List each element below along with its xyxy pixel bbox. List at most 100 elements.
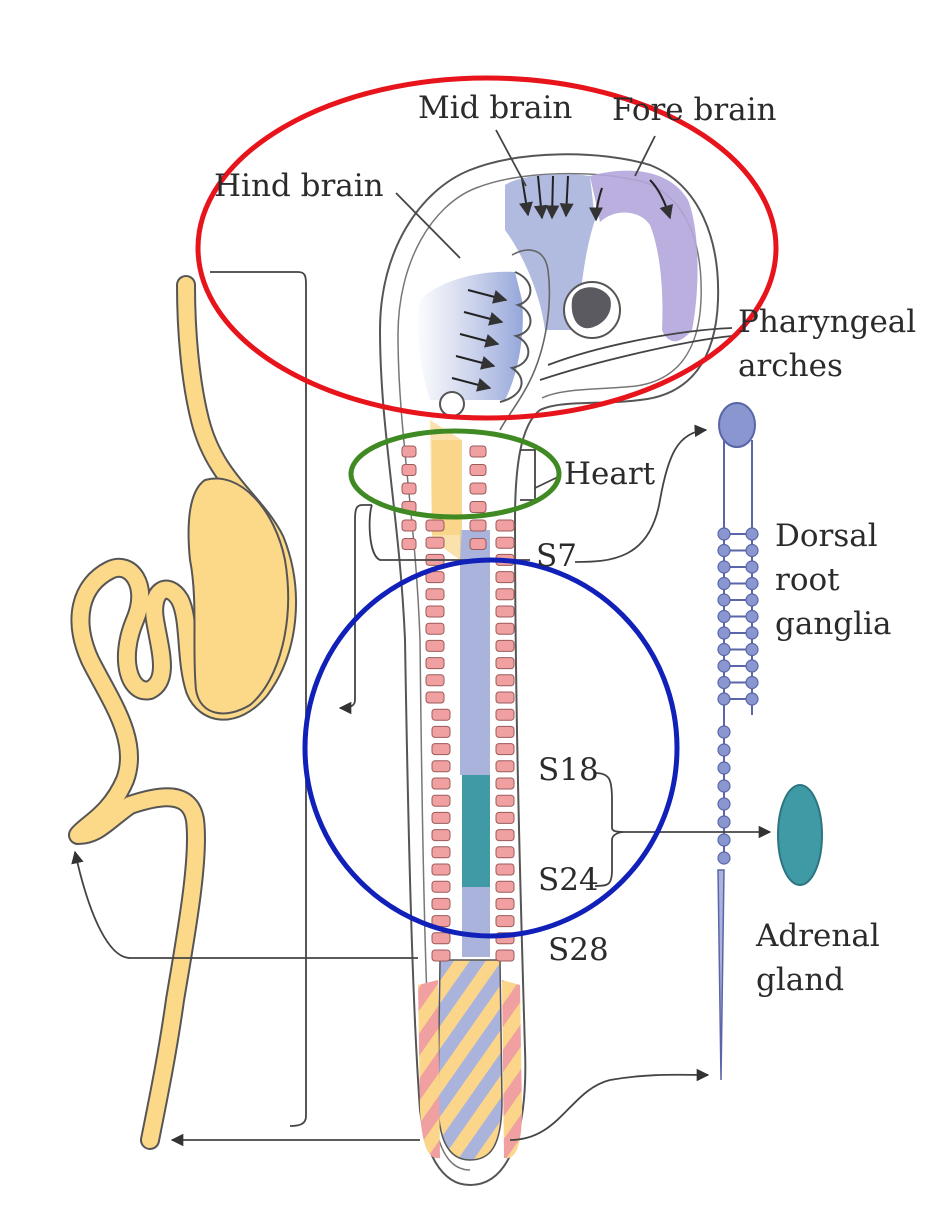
somite [431,863,451,876]
somite [425,691,445,704]
ganglion-bead [745,543,759,558]
adrenal-gland [777,784,823,886]
somite [425,519,445,532]
somite [425,536,445,549]
ganglion-bead [717,659,731,673]
neural-tube-trunk [460,530,490,775]
connector-lines [71,129,772,1147]
somite [495,811,515,824]
label-arches: arches [738,348,843,384]
ganglion-bead [717,626,731,640]
somite [495,880,515,893]
highlight-heart-region-green [348,428,562,520]
ganglion-bead [717,761,731,775]
ganglion-bead [745,692,759,706]
somite [495,708,515,721]
ganglion-bead [745,626,759,640]
somite [431,846,451,859]
somite [425,588,445,601]
label-s7: S7 [536,538,577,574]
somite [431,829,451,842]
somite [431,932,451,945]
embryo-inner-outline [397,172,702,1171]
somite [495,863,515,876]
neural-crest-migration-arrows [451,175,673,392]
somite [495,794,515,807]
label-s24: S24 [538,862,599,898]
label-gland: gland [756,962,845,998]
neural-tube-lumbar [462,887,490,957]
somite [401,519,417,532]
somite [431,743,451,756]
ganglion-bead [745,675,759,690]
somite [495,536,515,549]
ganglion-bead [745,527,759,541]
somite [431,708,451,721]
label-s28: S28 [548,932,609,968]
label-fore-brain: Fore brain [612,92,777,128]
somite [401,482,417,495]
label-s18: S18 [538,752,599,788]
somite [495,949,515,962]
somite [425,674,445,687]
label-dorsal: Dorsal [775,518,878,554]
ganglion-bead [717,779,731,793]
somite [495,725,515,738]
sacral-crest-left [418,980,440,1159]
somite [495,639,515,652]
somite [495,846,515,859]
ganglion-bead [745,642,759,657]
ganglion-bead [717,609,731,624]
neural-tube-lower-loop [437,959,503,1161]
somite [495,915,515,928]
ganglion-bead [745,593,759,607]
somite [495,691,515,704]
label-adrenal: Adrenal [756,918,880,954]
sacral-crest-right [502,980,522,1159]
superior-ganglion [718,402,756,448]
somite [469,501,487,513]
somite [425,571,445,584]
embryo-outer-outline [378,153,720,1187]
somite [401,445,417,458]
somite [425,657,445,670]
highlight-brain-region-red [195,75,779,421]
ganglion-bead [717,743,731,757]
somite [495,760,515,773]
ganglion-bead [745,576,759,591]
somite [431,949,451,962]
ganglion-bead [717,543,731,558]
label-hind-brain: Hind brain [214,168,384,204]
somites [401,445,515,962]
ganglion-bead [717,527,731,541]
somite [431,760,451,773]
somite [431,777,451,790]
ganglion-bead [717,593,731,607]
ganglion-bead [717,833,731,847]
stomach [187,477,290,715]
somite [495,588,515,601]
ganglion-bead [717,560,731,574]
label-root: root [775,562,840,598]
somite [469,519,487,532]
ganglion-bead [745,659,759,673]
ganglion-bead [717,642,731,657]
label-heart: Heart [564,456,656,492]
ganglion-bead [717,675,731,690]
somite [469,482,487,495]
somite [495,829,515,842]
brain-inner-contour [499,249,551,431]
label-mid-brain: Mid brain [418,90,573,126]
somite [495,622,515,635]
somite [431,880,451,893]
label-ganglia: ganglia [775,606,892,642]
somite [431,794,451,807]
somite [425,622,445,635]
neural-tube-adrenal-segment [462,775,490,887]
ganglion-bead [717,576,731,591]
somite [495,674,515,687]
somite [495,897,515,910]
ganglion-bead [745,560,759,574]
